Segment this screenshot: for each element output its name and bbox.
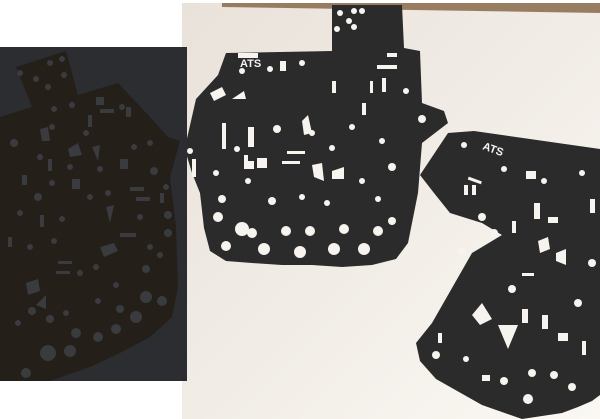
gasket-right: ATS <box>416 131 600 419</box>
main-photo: ATS <box>182 3 600 419</box>
inset-photo <box>0 47 187 381</box>
gasket-center: ATS <box>186 5 448 267</box>
ats-logo-center: ATS <box>240 58 261 70</box>
gasket-inset <box>0 51 180 381</box>
